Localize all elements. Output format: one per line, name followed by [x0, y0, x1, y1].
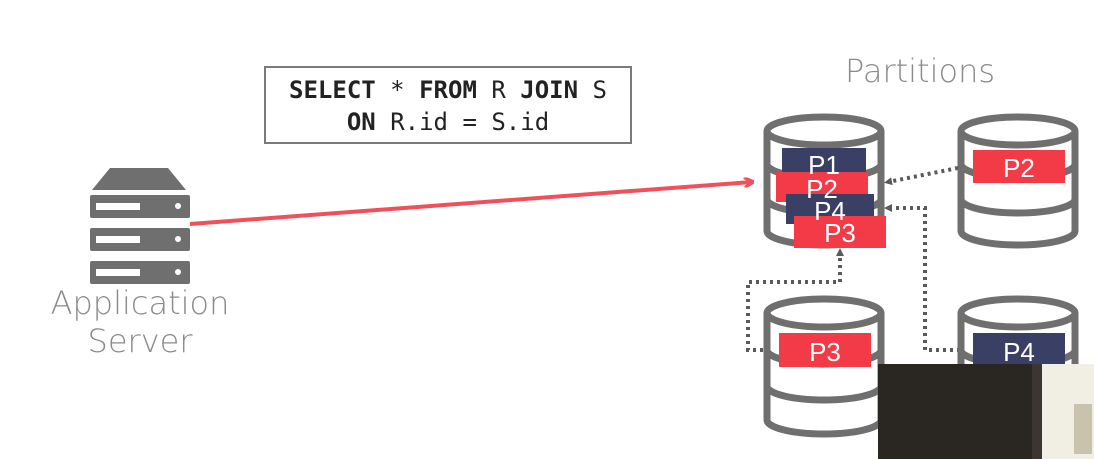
sql-line-2: ON R.id = S.id — [266, 106, 630, 138]
webcam-overlay — [878, 364, 1094, 459]
sql-keyword: FROM — [419, 76, 477, 104]
application-server-label-line-2: Server — [87, 322, 193, 360]
sql-keyword: ON — [346, 108, 376, 136]
partition-p4 — [973, 333, 1065, 367]
dotted-connector-p2 — [884, 166, 959, 186]
sql-query-box: SELECT * FROM R JOIN S ON R.id = S.id — [264, 66, 632, 144]
central-label-p4: P4 — [814, 196, 846, 226]
central-partition-p3 — [794, 216, 886, 248]
partition-label-p4: P4 — [1003, 337, 1035, 367]
sql-keyword: JOIN — [520, 76, 579, 104]
partitions-title: Partitions — [844, 52, 996, 90]
dotted-connector-p3 — [746, 248, 844, 352]
dotted-connector-p4 — [884, 204, 960, 352]
sql-token: R.id = S.id — [375, 108, 550, 136]
partition-p2 — [973, 150, 1065, 183]
partition-label-p2: P2 — [1003, 153, 1035, 183]
sql-line-1: SELECT * FROM R JOIN S — [266, 74, 630, 106]
server-icon — [90, 168, 190, 284]
query-arrow — [189, 182, 752, 226]
sql-keyword: SELECT — [289, 76, 376, 104]
sql-token: S — [578, 76, 607, 104]
central-label-p1: P1 — [808, 150, 840, 180]
application-server-label: Application Server — [30, 284, 250, 360]
webcam-sign — [1074, 404, 1092, 454]
central-label-p3: P3 — [824, 218, 856, 248]
partition-p3 — [779, 333, 871, 367]
partition-label-p3: P3 — [809, 337, 841, 367]
sql-token: R — [476, 76, 521, 104]
application-server-label-line-1: Application — [50, 284, 230, 322]
webcam-pole — [1032, 364, 1042, 459]
central-label-p2: P2 — [806, 174, 838, 204]
sql-token: * — [375, 76, 420, 104]
